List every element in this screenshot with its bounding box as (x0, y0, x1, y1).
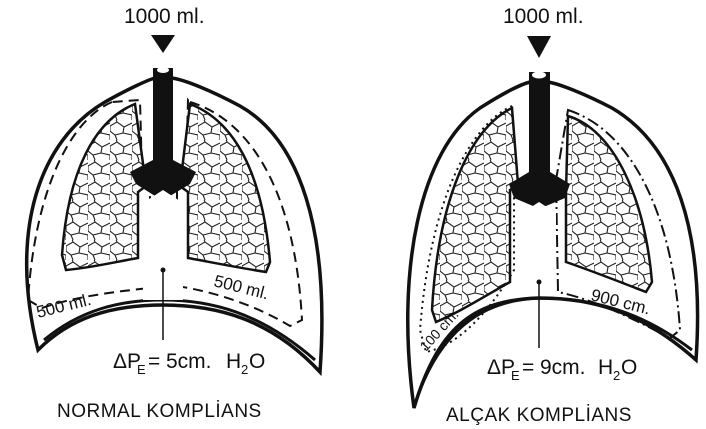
trachea-opening (157, 67, 169, 73)
svg-text:=: = (522, 356, 534, 379)
svg-text:H: H (598, 356, 613, 379)
svg-text:2: 2 (613, 368, 620, 383)
pressure-value: 9cm. (540, 356, 586, 379)
pressure-point (161, 268, 166, 273)
svg-text:O: O (249, 350, 265, 373)
pressure-equation: ΔP E = 5cm. H 2 O (113, 350, 265, 377)
svg-text:O: O (621, 356, 637, 379)
normal-caption: NORMAL KOMPLİANS (57, 401, 262, 422)
normal-compliance-diagram: 1000 ml. 500 ml. 500 ml. ΔP E = 5cm. H 2 (27, 5, 322, 422)
svg-text:H: H (226, 350, 241, 373)
low-compliance-diagram: 1000 ml. 100 cm. 900 cm. ΔP E = 9cm. H 2… (408, 5, 698, 426)
input-arrow-icon (527, 36, 551, 58)
low-caption: ALÇAK KOMPLİANS (446, 405, 632, 426)
svg-text:=: = (148, 350, 160, 373)
svg-text:E: E (137, 362, 146, 377)
input-arrow-icon (151, 35, 175, 53)
pressure-equation: ΔP E = 9cm. H 2 O (487, 356, 637, 383)
input-volume-label: 1000 ml. (124, 5, 205, 28)
input-volume-label: 1000 ml. (503, 5, 584, 28)
svg-text:E: E (511, 368, 520, 383)
svg-text:2: 2 (241, 362, 248, 377)
pressure-point (537, 280, 542, 285)
trachea-opening (532, 72, 546, 79)
pressure-value: 5cm. (166, 350, 212, 373)
